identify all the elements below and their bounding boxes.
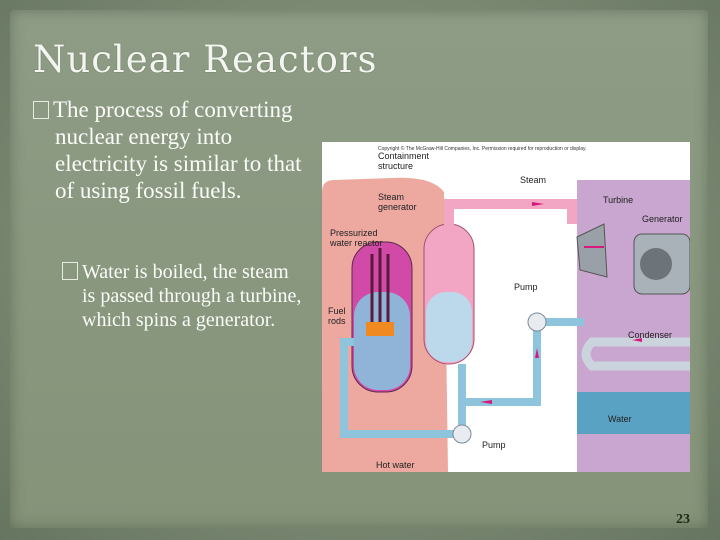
slide-title: Nuclear Reactors (33, 38, 378, 81)
label-condenser: Condenser (628, 330, 672, 340)
label-fuel-1: Fuel (328, 306, 346, 316)
condenser-water (577, 392, 690, 434)
pump-bottom-icon (452, 424, 472, 444)
label-containment-2: structure (378, 161, 413, 171)
bullet-main: The process of converting nuclear energy… (33, 96, 308, 204)
bullet-main-text: The process of converting nuclear energy… (53, 97, 302, 203)
label-containment-1: Containment (378, 151, 430, 161)
steam-pipe (444, 199, 577, 234)
pump-top-icon (527, 312, 547, 332)
bullet-sub: Water is boiled, the steam is passed thr… (62, 260, 302, 332)
steam-generator-water (426, 292, 472, 362)
label-steam-generator-1: Steam (378, 192, 404, 202)
copyright-text: Copyright © The McGraw-Hill Companies, I… (378, 145, 587, 152)
bullet-box-icon (62, 262, 78, 280)
turbine-icon (576, 223, 608, 278)
reactor-diagram: Copyright © The McGraw-Hill Companies, I… (322, 142, 690, 472)
condenser-pipe (581, 337, 690, 371)
label-generator: Generator (642, 214, 683, 224)
label-hot-water: Hot water (376, 460, 415, 470)
label-steam-generator-2: generator (378, 202, 417, 212)
page-number: 23 (676, 512, 690, 527)
label-turbine: Turbine (603, 195, 633, 205)
label-steam: Steam (520, 175, 546, 185)
bullet-box-icon (33, 101, 49, 119)
label-water: Water (608, 414, 632, 424)
label-pump-top: Pump (514, 282, 538, 292)
flow-arrows (480, 202, 642, 404)
secondary-water-pipe (458, 318, 584, 406)
bullet-sub-text: Water is boiled, the steam is passed thr… (82, 261, 302, 331)
label-pwr-2: water reactor (329, 238, 383, 248)
generator-rotor (640, 248, 672, 280)
reactor-core (366, 322, 394, 336)
label-pump-bottom: Pump (482, 440, 506, 450)
label-fuel-2: rods (328, 316, 346, 326)
primary-water-pipe (340, 338, 466, 438)
reactor-water (354, 292, 410, 390)
label-pwr-1: Pressurized (330, 228, 378, 238)
reactor-diagram-svg: Copyright © The McGraw-Hill Companies, I… (322, 145, 690, 472)
fuel-rods (370, 248, 390, 322)
